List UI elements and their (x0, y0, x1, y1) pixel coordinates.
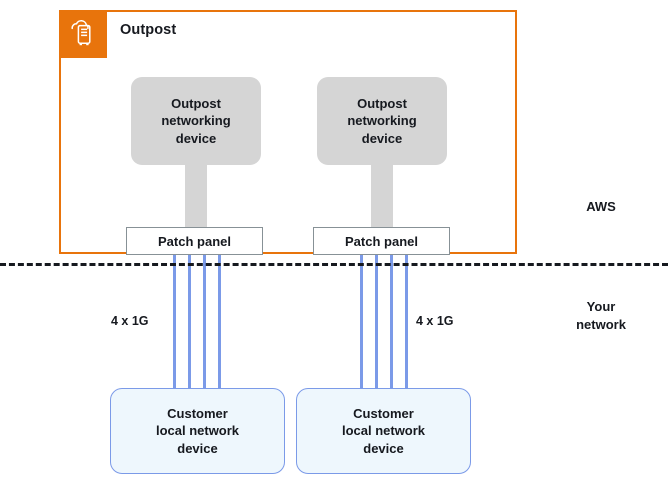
customer-label-line1: Customer (353, 405, 414, 421)
outpost-title: Outpost (120, 22, 177, 38)
outpost-networking-device-left: Outpost networking device (131, 77, 261, 165)
customer-label-line2: local network (341, 423, 426, 439)
trunk-connector-right (371, 150, 393, 232)
outpost-boundary-box (59, 10, 517, 254)
trunk-connector-left (185, 150, 207, 232)
device-label-line2: networking (347, 113, 417, 129)
cable-left-3 (203, 254, 206, 390)
customer-local-network-device-right: Customer local network device (296, 388, 471, 474)
customer-label-line2: local network (155, 423, 240, 439)
patch-panel-label: Patch panel (345, 233, 418, 249)
patch-panel-right: Patch panel (313, 227, 450, 255)
outpost-rack-icon (69, 19, 97, 49)
zone-label-your-network: Your network (556, 298, 646, 333)
patch-panel-label: Patch panel (158, 233, 231, 249)
link-speed-label-right: 4 x 1G (416, 314, 454, 328)
outpost-icon-badge (59, 10, 107, 58)
zone-label-line1: Your (586, 299, 616, 314)
customer-label-line3: device (363, 440, 404, 456)
zone-label-aws: AWS (586, 199, 616, 214)
device-label-line1: Outpost (357, 96, 407, 112)
link-speed-label-left: 4 x 1G (111, 314, 149, 328)
zone-label-line2: network (576, 316, 626, 332)
cable-left-4 (218, 254, 221, 390)
customer-label-line1: Customer (167, 405, 228, 421)
cable-right-4 (405, 254, 408, 390)
cable-right-3 (390, 254, 393, 390)
device-label-line1: Outpost (171, 96, 221, 112)
cable-left-2 (188, 254, 191, 390)
cable-left-1 (173, 254, 176, 390)
patch-panel-left: Patch panel (126, 227, 263, 255)
cable-right-2 (375, 254, 378, 390)
cable-right-1 (360, 254, 363, 390)
device-label-line3: device (361, 130, 403, 146)
device-label-line2: networking (161, 113, 231, 129)
customer-local-network-device-left: Customer local network device (110, 388, 285, 474)
device-label-line3: device (175, 130, 217, 146)
outpost-networking-device-right: Outpost networking device (317, 77, 447, 165)
network-boundary-divider (0, 263, 668, 266)
customer-label-line3: device (177, 440, 218, 456)
